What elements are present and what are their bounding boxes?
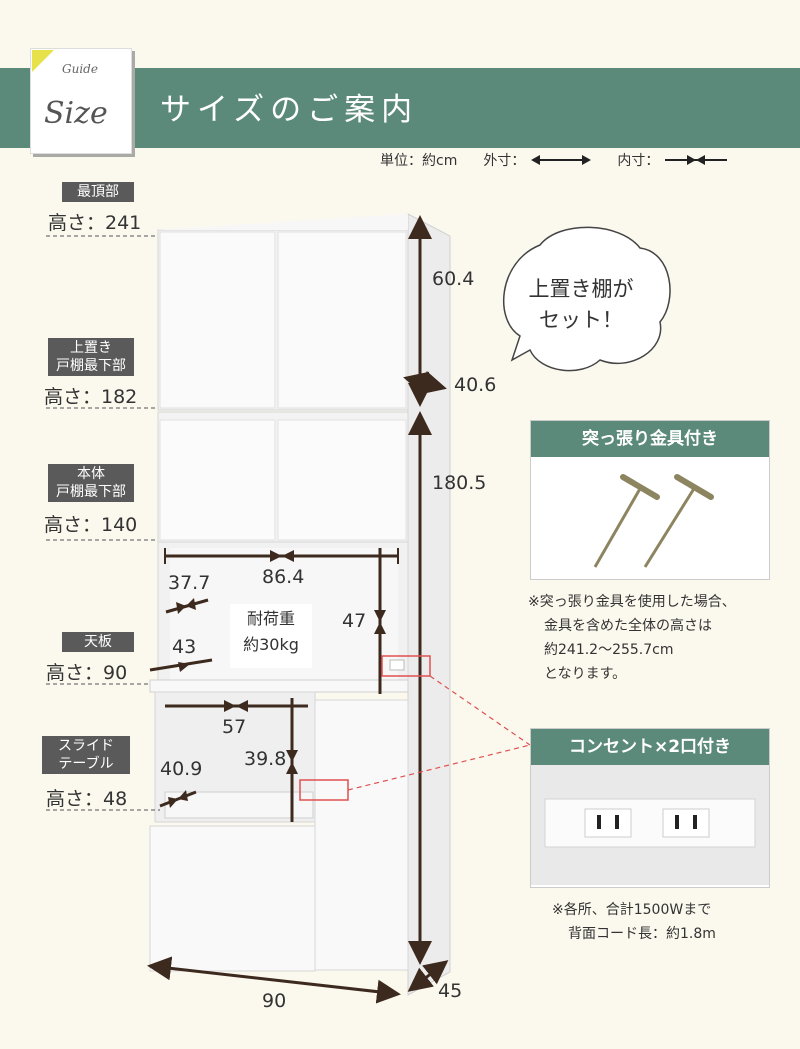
bubble-line1: 上置き棚が bbox=[528, 277, 634, 301]
inner-label: 内寸： bbox=[617, 153, 660, 169]
dim-slide-width: 57 bbox=[222, 716, 247, 738]
dim-shelf-height: 47 bbox=[342, 610, 367, 632]
dim-depth: 45 bbox=[438, 980, 463, 1002]
size-word: Size bbox=[44, 96, 108, 131]
dim-slide-height: 39.8 bbox=[244, 748, 287, 770]
corner-accent-icon bbox=[32, 50, 54, 72]
level-body-height: 高さ：140 bbox=[44, 514, 138, 536]
guide-word: Guide bbox=[62, 62, 98, 76]
page-title: サイズのご案内 bbox=[160, 92, 419, 128]
tension-note-line1: ※突っ張り金具を使用した場合、 bbox=[528, 594, 736, 610]
outlet-note: ※各所、合計1500Wまで 背面コード長：約1.8m bbox=[552, 898, 716, 946]
inner-arrow-icon bbox=[665, 155, 728, 165]
load-value: 約30kg bbox=[243, 635, 299, 654]
level-upper-tag: 上置き 戸棚最下部 bbox=[48, 338, 134, 376]
load-title: 耐荷重 bbox=[246, 609, 295, 628]
level-slide-tag-line1: スライド bbox=[58, 738, 114, 754]
dim-width: 90 bbox=[262, 990, 287, 1012]
outlet-panel: コンセント×2口付き bbox=[530, 728, 770, 888]
tension-rod-panel: 突っ張り金具付き bbox=[530, 420, 770, 580]
level-upper-tag-line1: 上置き bbox=[70, 340, 112, 356]
dim-shelf-width: 86.4 bbox=[262, 566, 305, 588]
tension-rod-title: 突っ張り金具付き bbox=[531, 421, 769, 457]
level-slide-height: 高さ：48 bbox=[46, 788, 128, 810]
tension-note-line4: となります。 bbox=[544, 666, 627, 682]
level-upper-height: 高さ：182 bbox=[44, 386, 138, 408]
outlet-note-line2: 背面コード長：約1.8m bbox=[568, 926, 716, 942]
level-top-tag: 最頂部 bbox=[62, 182, 134, 202]
tension-rod-icon bbox=[593, 474, 714, 568]
bubble-line2: セット！ bbox=[539, 308, 623, 332]
level-body-tag: 本体 戸棚最下部 bbox=[48, 464, 134, 502]
dim-body-height: 180.5 bbox=[432, 472, 487, 494]
dim-top-depth: 40.6 bbox=[454, 374, 497, 396]
level-counter-tag: 天板 bbox=[62, 632, 134, 652]
outlet-title: コンセント×2口付き bbox=[531, 729, 769, 765]
tension-note-line3: 約241.2～255.7cm bbox=[544, 642, 674, 658]
tension-rod-note: ※突っ張り金具を使用した場合、 金具を含めた全体の高さは 約241.2～255.… bbox=[528, 590, 736, 686]
level-slide-tag: スライド テーブル bbox=[42, 736, 130, 774]
level-upper-tag-line2: 戸棚最下部 bbox=[56, 358, 126, 374]
outlet-icon bbox=[531, 765, 769, 885]
level-counter-height: 高さ：90 bbox=[46, 662, 128, 684]
level-top-height: 高さ：241 bbox=[48, 212, 142, 234]
unit-label: 単位：約cm bbox=[380, 153, 458, 169]
dim-top-height: 60.4 bbox=[432, 268, 475, 290]
dim-shelf-depth: 37.7 bbox=[168, 572, 211, 594]
outer-label: 外寸： bbox=[483, 153, 526, 169]
dim-counter-depth: 43 bbox=[172, 636, 197, 658]
outlet-note-line1: ※各所、合計1500Wまで bbox=[552, 902, 712, 918]
level-slide-tag-line2: テーブル bbox=[58, 756, 114, 772]
level-body-tag-line2: 戸棚最下部 bbox=[56, 484, 126, 500]
level-body-tag-line1: 本体 bbox=[77, 466, 105, 482]
header-banner bbox=[0, 68, 800, 148]
load-capacity-box: 耐荷重 約30kg bbox=[230, 604, 312, 668]
dim-slide-depth: 40.9 bbox=[160, 758, 203, 780]
outer-arrow-icon bbox=[531, 155, 592, 165]
unit-legend: 単位：約cm 外寸： 内寸： bbox=[380, 150, 728, 170]
bubble-text: 上置き棚が セット！ bbox=[516, 274, 646, 336]
tension-note-line2: 金具を含めた全体の高さは bbox=[544, 618, 712, 634]
